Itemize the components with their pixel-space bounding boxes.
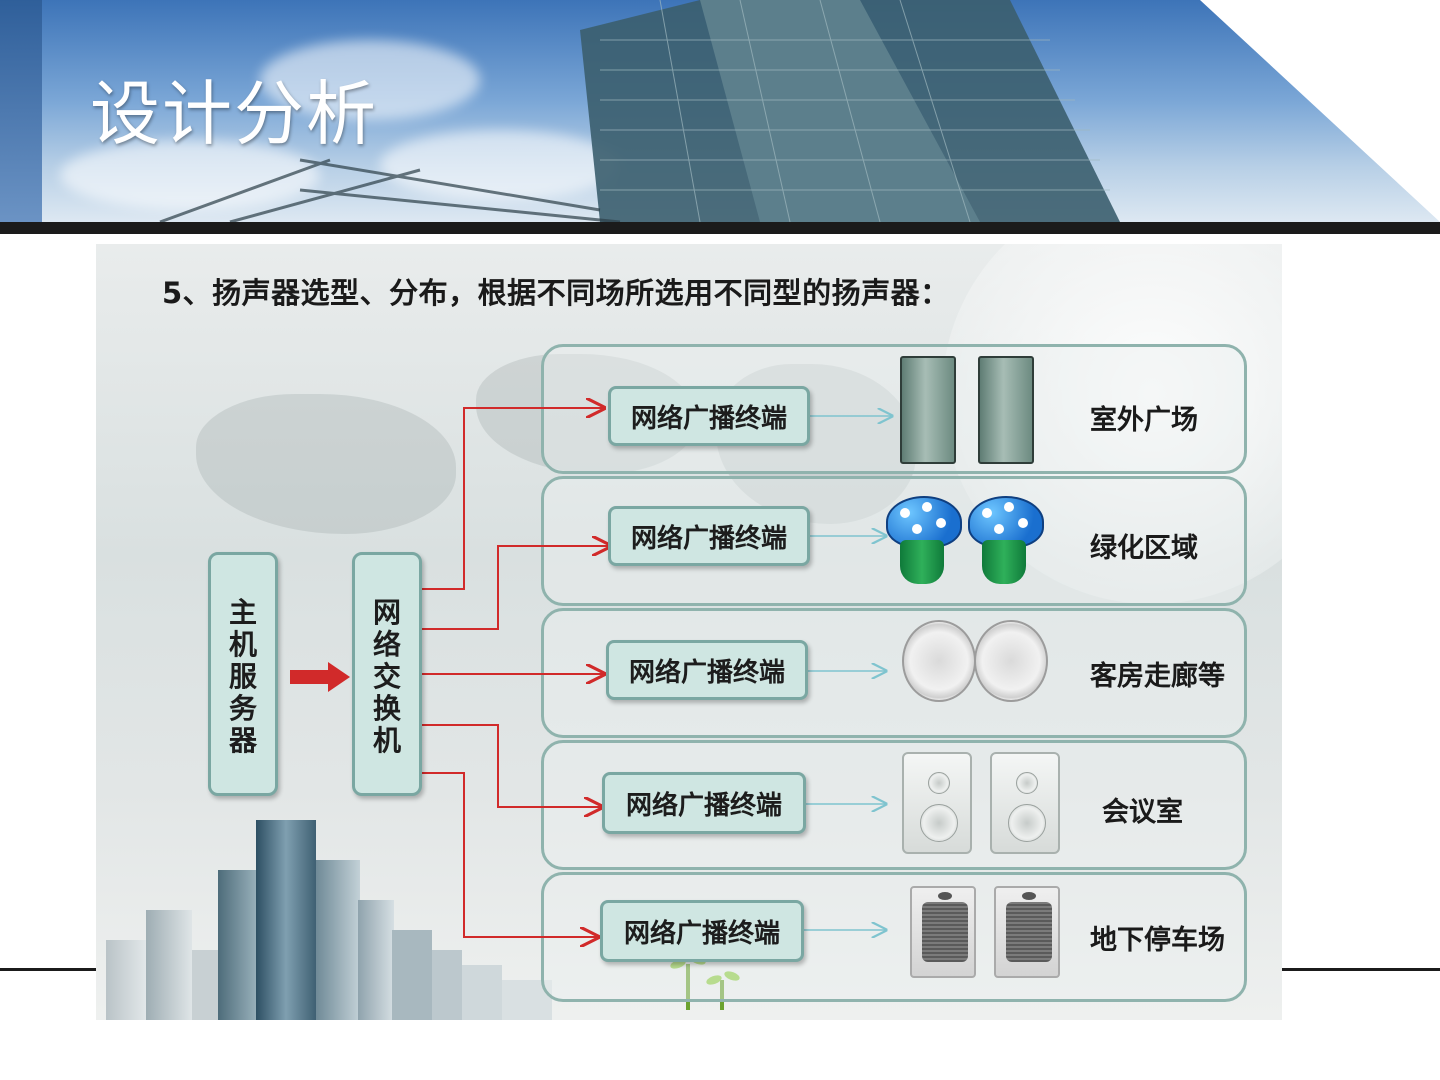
zone-label: 会议室 bbox=[1102, 797, 1183, 828]
server-char: 器 bbox=[228, 724, 257, 757]
server-to-switch-arrow bbox=[290, 662, 350, 692]
broadcast-terminal: 网络广播终端 bbox=[606, 640, 808, 700]
switch-to-terminal-wires bbox=[422, 408, 610, 937]
diagram-panel: 5、扬声器选型、分布，根据不同场所选用不同型的扬声器： bbox=[96, 244, 1282, 1020]
city-skyline bbox=[96, 804, 606, 1020]
broadcast-terminal: 网络广播终端 bbox=[600, 900, 804, 962]
skyscraper-illustration bbox=[159, 0, 1120, 222]
cloud-decoration bbox=[60, 140, 320, 210]
zone-label: 地下停车场 bbox=[1090, 925, 1225, 956]
network-switch-node: 网 络 交 换 机 bbox=[352, 552, 422, 796]
header-banner: 设计分析 bbox=[0, 0, 1440, 222]
switch-char: 机 bbox=[372, 724, 401, 757]
connection-wires bbox=[290, 244, 1282, 1020]
map-decoration bbox=[196, 394, 456, 534]
server-char: 务 bbox=[228, 692, 257, 725]
broadcast-terminal: 网络广播终端 bbox=[608, 386, 810, 446]
terminal-to-speaker-links bbox=[804, 416, 892, 930]
switch-char: 换 bbox=[372, 692, 401, 725]
broadcast-terminal: 网络广播终端 bbox=[602, 772, 806, 834]
banner-strip bbox=[0, 0, 42, 222]
zone-label: 室外广场 bbox=[1090, 405, 1198, 436]
server-char: 主 bbox=[228, 596, 257, 629]
main-server-node: 主 机 服 务 器 bbox=[208, 552, 278, 796]
title-divider bbox=[0, 222, 1440, 234]
switch-char: 络 bbox=[372, 628, 401, 661]
server-char: 服 bbox=[228, 660, 257, 693]
broadcast-terminal: 网络广播终端 bbox=[608, 506, 810, 566]
page-title: 设计分析 bbox=[90, 73, 378, 155]
cloud-decoration bbox=[260, 40, 480, 120]
zone-label: 绿化区域 bbox=[1090, 533, 1198, 564]
switch-char: 网 bbox=[372, 596, 401, 629]
banner-corner bbox=[1200, 0, 1440, 222]
cloud-decoration bbox=[380, 130, 620, 200]
section-heading: 5、扬声器选型、分布，根据不同场所选用不同型的扬声器： bbox=[162, 276, 950, 310]
switch-char: 交 bbox=[372, 660, 401, 693]
zone-label: 客房走廊等 bbox=[1090, 661, 1225, 692]
server-char: 机 bbox=[228, 628, 257, 661]
